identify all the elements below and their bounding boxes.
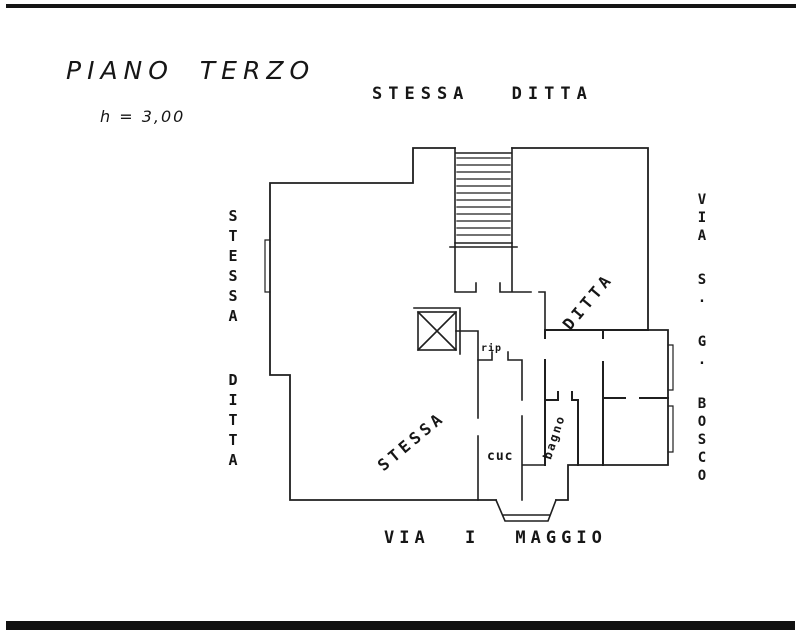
bay-window (494, 498, 558, 522)
outer-walls (269, 147, 669, 501)
neighbor-label-top: STESSA DITTA (372, 84, 593, 104)
scan-bottom-border (6, 621, 795, 630)
ceiling-height-note: h = 3,00 (100, 107, 186, 126)
street-label-right: VIA S. G. BOSCO (694, 192, 710, 486)
right-facade-windows (667, 344, 674, 453)
staircase (456, 157, 511, 236)
central-partitions (477, 351, 546, 501)
street-label-bottom: VIA I MAGGIO (384, 528, 607, 548)
right-rooms-walls (544, 329, 669, 466)
stairwell-frame (449, 147, 518, 248)
scan-top-border (6, 4, 796, 8)
floor-title: PIANO TERZO (66, 56, 316, 85)
room-label-storage: rip (481, 343, 503, 354)
left-facade-window (264, 239, 271, 293)
hall-walls (454, 242, 546, 331)
elevator-shaft (413, 307, 479, 361)
room-label-kitchen: cuc (487, 449, 514, 464)
neighbor-label-left: STESSA DITTA (224, 207, 242, 471)
